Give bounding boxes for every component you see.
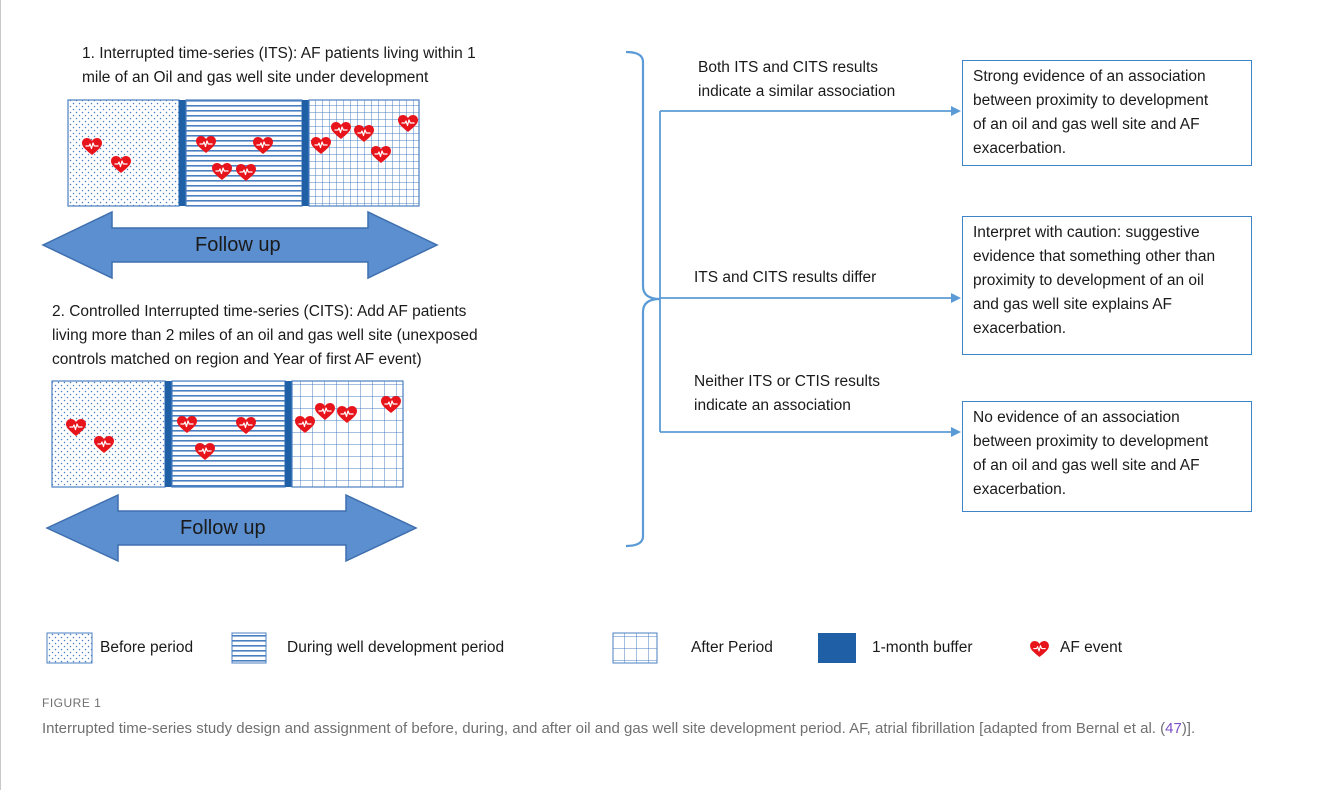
- branch-condition-3: Neither ITS or CTIS results indicate an …: [694, 373, 881, 414]
- branch-arrowheads: [951, 106, 961, 437]
- arrowhead-3: [951, 427, 961, 437]
- legend-after: After Period: [691, 632, 773, 664]
- its-design-title: 1. Interrupted time-series (ITS): AF pat…: [82, 45, 476, 86]
- outcome-box-interpret-caution: Interpret with caution: suggestive evide…: [962, 216, 1252, 355]
- its-buffer-1: [179, 100, 186, 206]
- figure-caption: Interrupted time-series study design and…: [42, 718, 1312, 740]
- its-timeline: [67, 99, 420, 207]
- legend-af-event: AF event: [1060, 632, 1122, 664]
- cits-buffer-2: [285, 381, 292, 487]
- legend-buffer-label: 1-month buffer: [872, 639, 973, 656]
- cits-buffer-1: [165, 381, 172, 487]
- its-follow-up-arrow: [41, 210, 439, 280]
- its-buffer-2: [302, 100, 309, 206]
- branch-condition-2: ITS and CITS results differ: [694, 269, 877, 286]
- caption-reference-link[interactable]: 47: [1165, 720, 1182, 737]
- branch-connectors: [659, 110, 953, 433]
- legend-buffer: 1-month buffer: [872, 632, 973, 664]
- caption-text-end: )].: [1181, 720, 1196, 737]
- its-follow-up-label: Follow up: [195, 234, 281, 256]
- arrowhead-2: [951, 293, 961, 303]
- legend-after-label: After Period: [691, 639, 773, 656]
- caption-text: Interrupted time-series study design and…: [42, 720, 1166, 737]
- legend-before: Before period: [100, 632, 193, 664]
- legend-during-label: During well development period: [287, 639, 505, 656]
- arrowhead-1: [951, 106, 961, 116]
- cits-design-title: 2. Controlled Interrupted time-series (C…: [52, 303, 478, 368]
- outcome-box-no-evidence: No evidence of an association between pr…: [962, 401, 1252, 512]
- outcome-box-strong-evidence: Strong evidence of an association betwee…: [962, 60, 1252, 166]
- cits-follow-up-label: Follow up: [180, 517, 266, 539]
- legend-before-swatch: [46, 632, 93, 664]
- its-before-period: [67, 99, 180, 207]
- legend-after-swatch: [612, 632, 658, 664]
- legend-before-label: Before period: [100, 639, 194, 656]
- its-during-period: [185, 99, 303, 207]
- legend-buffer-swatch: [818, 633, 856, 663]
- figure-label: FIGURE 1: [42, 696, 102, 710]
- cits-follow-up-arrow: [45, 493, 418, 563]
- legend-during: During well development period: [287, 632, 504, 664]
- legend-af-event-label: AF event: [1060, 639, 1123, 656]
- legend-during-swatch: [231, 632, 267, 664]
- cits-timeline: [51, 380, 404, 488]
- cits-before-period: [51, 380, 166, 488]
- grouping-brace: [625, 50, 661, 548]
- branch-condition-1: Both ITS and CITS results indicate a sim…: [698, 59, 896, 100]
- legend-swatches: [46, 632, 1049, 664]
- cits-during-period: [171, 380, 286, 488]
- legend-heart-icon: [1030, 641, 1049, 658]
